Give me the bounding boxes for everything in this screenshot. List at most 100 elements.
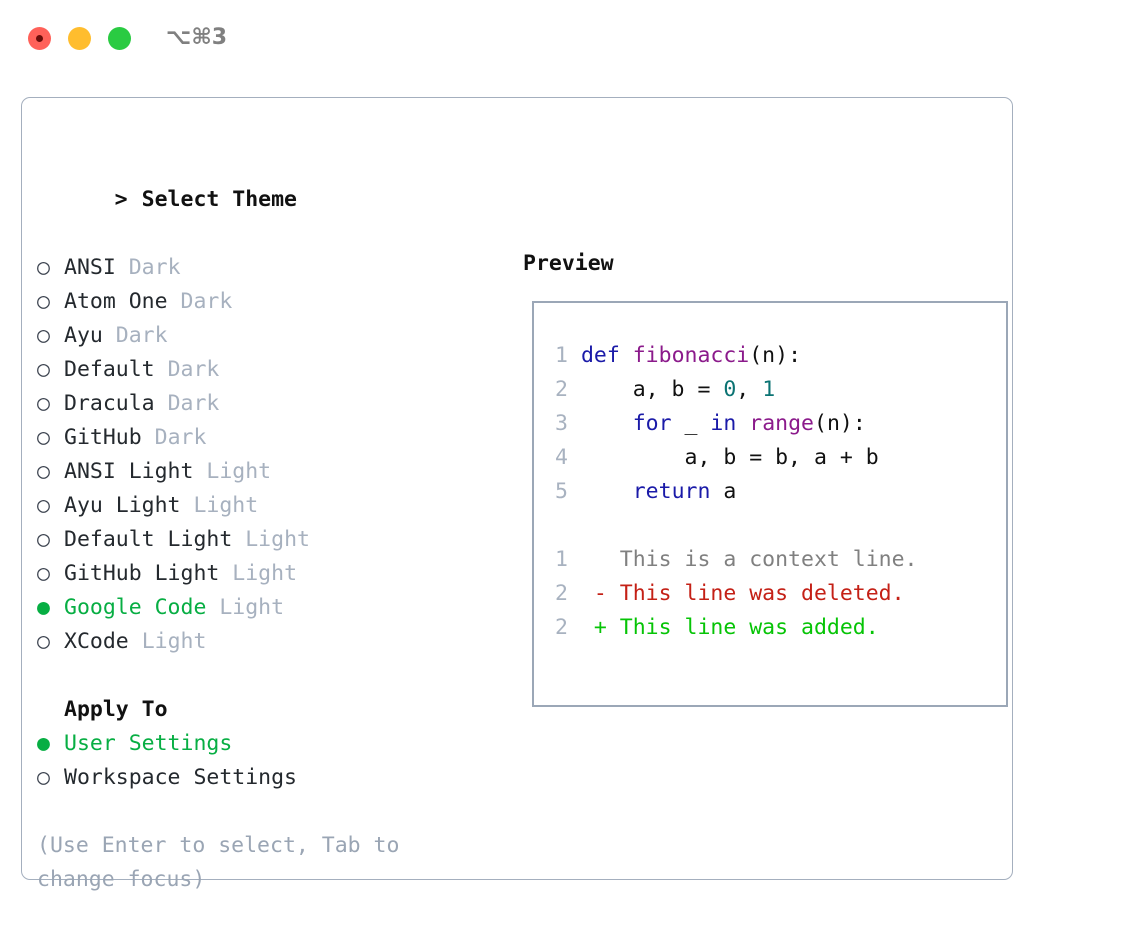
keyboard-hint: (Use Enter to select, Tab to change focu… xyxy=(37,833,400,892)
theme-option-kind: Light xyxy=(219,595,285,620)
close-icon xyxy=(36,35,43,42)
theme-option-label: Ayu xyxy=(64,323,103,348)
radio-empty-icon: ○ xyxy=(37,425,50,450)
code-token: a, b = xyxy=(580,377,724,402)
code-token: fibonacci xyxy=(632,343,750,368)
theme-option-label: ANSI Light xyxy=(64,459,194,484)
line-number: 2 xyxy=(555,377,568,402)
line-number: 4 xyxy=(555,445,568,470)
radio-empty-icon: ○ xyxy=(37,629,50,654)
radio-selected-icon: ● xyxy=(37,731,50,756)
select-theme-label: Select Theme xyxy=(141,187,298,212)
diff-line: 1 This is a context line. xyxy=(546,543,998,577)
theme-option-label: GitHub Light xyxy=(64,561,220,586)
caret-icon: > xyxy=(114,187,128,212)
code-token: , xyxy=(736,377,763,402)
line-number: 1 xyxy=(555,343,568,368)
apply-to-option-user-settings[interactable]: ● User Settings xyxy=(37,727,477,761)
theme-option-dracula[interactable]: ○ Dracula Dark xyxy=(37,387,477,421)
theme-option-kind: Light xyxy=(232,561,298,586)
code-line: 4 a, b = b, a + b xyxy=(546,441,998,475)
theme-option-atom-one[interactable]: ○ Atom One Dark xyxy=(37,285,477,319)
line-number: 5 xyxy=(555,479,568,504)
theme-option-kind: Dark xyxy=(115,323,168,348)
theme-option-label: Google Code xyxy=(64,595,207,620)
theme-option-kind: Dark xyxy=(128,255,181,280)
apply-to-heading: Apply To xyxy=(64,697,168,722)
theme-option-github[interactable]: ○ GitHub Dark xyxy=(37,421,477,455)
radio-empty-icon: ○ xyxy=(37,493,50,518)
radio-empty-icon: ○ xyxy=(37,527,50,552)
theme-option-label: Ayu Light xyxy=(64,493,181,518)
theme-option-xcode[interactable]: ○ XCode Light xyxy=(37,625,477,659)
diff-line: 2 - This line was deleted. xyxy=(546,577,998,611)
theme-option-label: Dracula xyxy=(64,391,155,416)
theme-option-ansi-light[interactable]: ○ ANSI Light Light xyxy=(37,455,477,489)
theme-option-kind: Light xyxy=(141,629,207,654)
theme-option-label: XCode xyxy=(64,629,129,654)
radio-empty-icon: ○ xyxy=(37,357,50,382)
code-token xyxy=(581,479,633,504)
code-line: 1 def fibonacci(n): xyxy=(546,339,998,373)
list-spacer xyxy=(37,659,477,693)
code-diff-separator xyxy=(546,509,998,543)
minimize-button[interactable] xyxy=(68,27,91,50)
diff-line-text: + This line was added. xyxy=(568,615,879,640)
apply-to-options-list: ● User Settings ○Workspace Settings xyxy=(37,727,477,795)
theme-option-ayu-light[interactable]: ○ Ayu Light Light xyxy=(37,489,477,523)
window-titlebar: ⌥⌘3 xyxy=(0,0,1140,78)
code-token: def xyxy=(580,343,633,368)
code-token: 1 xyxy=(762,377,776,402)
radio-empty-icon: ○ xyxy=(37,323,50,348)
radio-empty-icon: ○ xyxy=(37,289,50,314)
code-token: 0 xyxy=(723,377,737,402)
code-line: 3 for _ in range(n): xyxy=(546,407,998,441)
theme-option-kind: Dark xyxy=(167,357,220,382)
theme-option-ansi[interactable]: ○ ANSI Dark xyxy=(37,251,477,285)
theme-option-kind: Dark xyxy=(180,289,233,314)
radio-selected-icon: ● xyxy=(37,595,50,620)
radio-empty-icon: ○ xyxy=(37,391,50,416)
theme-option-label: Default xyxy=(64,357,155,382)
theme-option-label: GitHub xyxy=(64,425,142,450)
diff-line: 2 + This line was added. xyxy=(546,611,998,645)
code-token: a xyxy=(710,479,737,504)
code-token: (n): xyxy=(814,411,866,436)
code-token: _ xyxy=(671,411,711,436)
theme-picker-panel: Preview 1 def fibonacci(n):2 a, b = 0, 1… xyxy=(21,97,1013,880)
code-line: 5 return a xyxy=(546,475,998,509)
diff-line-text: - This line was deleted. xyxy=(568,581,905,606)
radio-empty-icon: ○ xyxy=(37,459,50,484)
select-theme-heading: > Select Theme xyxy=(37,149,477,251)
theme-list-column: > Select Theme ○ ANSI Dark ○ Atom One Dark ○ A… xyxy=(37,149,477,897)
code-token xyxy=(736,411,749,436)
theme-option-label: Atom One xyxy=(64,289,168,314)
code-token: for xyxy=(632,411,672,436)
theme-option-kind: Light xyxy=(245,527,310,552)
code-token: (n): xyxy=(749,343,802,368)
code-token: a, b = b, a + b xyxy=(580,445,879,470)
theme-option-kind: Light xyxy=(193,493,259,518)
theme-option-kind: Light xyxy=(206,459,272,484)
theme-option-ayu[interactable]: ○ Ayu Dark xyxy=(37,319,477,353)
theme-option-kind: Dark xyxy=(167,391,220,416)
code-token xyxy=(581,411,633,436)
apply-to-option-label: User Settings xyxy=(64,731,233,756)
apply-to-option-workspace-settings[interactable]: ○Workspace Settings xyxy=(37,761,477,795)
theme-option-label: ANSI xyxy=(64,255,116,280)
maximize-button[interactable] xyxy=(108,27,131,50)
theme-option-default[interactable]: ○ Default Dark xyxy=(37,353,477,387)
theme-option-kind: Dark xyxy=(154,425,207,450)
window-title: ⌥⌘3 xyxy=(166,25,228,50)
line-number: 2 xyxy=(555,615,568,640)
radio-empty-icon: ○ xyxy=(37,255,50,280)
diff-line-text: This is a context line. xyxy=(568,547,918,572)
line-number: 3 xyxy=(555,411,568,436)
theme-option-google-code[interactable]: ● Google Code Light xyxy=(37,591,477,625)
theme-option-github-light[interactable]: ○GitHub Light Light xyxy=(37,557,477,591)
preview-heading: Preview xyxy=(523,251,614,276)
theme-option-default-light[interactable]: ○Default Light Light xyxy=(37,523,477,557)
